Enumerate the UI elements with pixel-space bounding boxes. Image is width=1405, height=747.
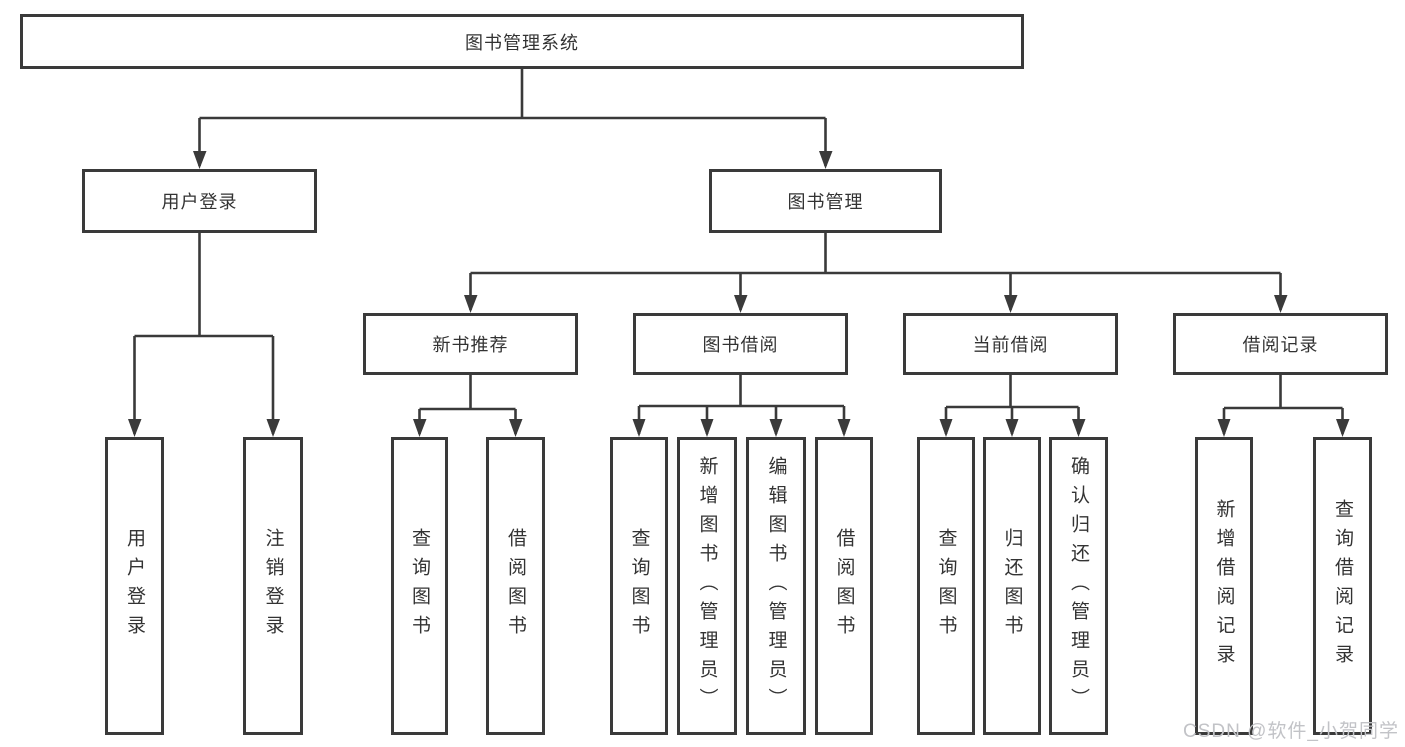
node-user-login: 用户登录 — [82, 169, 317, 233]
leaf-edit-book-admin-label: 编辑图书（管理员） — [765, 455, 787, 717]
node-current-borrow-label: 当前借阅 — [972, 335, 1049, 355]
node-borrow-records-label: 借阅记录 — [1242, 335, 1319, 355]
leaf-confirm-return-admin: 确认归还（管理员） — [1049, 437, 1108, 735]
leaf-add-book-admin-label: 新增图书（管理员） — [696, 455, 718, 717]
leaf-query-books-recommend: 查询图书 — [391, 437, 448, 735]
leaf-user-login-label: 用户登录 — [124, 528, 145, 644]
leaf-query-books-borrow-label: 查询图书 — [628, 528, 650, 644]
leaf-logout-label: 注销登录 — [262, 528, 284, 644]
leaf-query-borrow-record-label: 查询借阅记录 — [1332, 499, 1353, 673]
node-new-book-recommend-label: 新书推荐 — [432, 335, 509, 355]
leaf-add-borrow-record-label: 新增借阅记录 — [1213, 499, 1235, 673]
leaf-confirm-return-admin-label: 确认归还（管理员） — [1068, 455, 1089, 717]
watermark-text: CSDN @软件_小贺同学 — [1183, 721, 1399, 742]
node-new-book-recommend: 新书推荐 — [363, 313, 578, 375]
leaf-query-books-current-label: 查询图书 — [935, 528, 957, 644]
leaf-borrow-books-recommend: 借阅图书 — [486, 437, 545, 735]
leaf-add-borrow-record: 新增借阅记录 — [1195, 437, 1253, 735]
node-system-root: 图书管理系统 — [20, 14, 1024, 69]
node-user-login-label: 用户登录 — [161, 192, 238, 212]
leaf-query-books-borrow: 查询图书 — [610, 437, 668, 735]
leaf-add-book-admin: 新增图书（管理员） — [677, 437, 737, 735]
node-current-borrow: 当前借阅 — [903, 313, 1118, 375]
node-system-root-label: 图书管理系统 — [465, 32, 579, 53]
node-book-management-label: 图书管理 — [787, 192, 864, 212]
node-book-management: 图书管理 — [709, 169, 942, 233]
leaf-borrow-books-recommend-label: 借阅图书 — [505, 528, 526, 644]
leaf-query-borrow-record: 查询借阅记录 — [1313, 437, 1372, 735]
leaf-query-books-recommend-label: 查询图书 — [409, 528, 430, 644]
leaf-edit-book-admin: 编辑图书（管理员） — [746, 437, 806, 735]
leaf-return-book-label: 归还图书 — [1001, 528, 1023, 644]
node-borrow-records: 借阅记录 — [1173, 313, 1388, 375]
leaf-logout: 注销登录 — [243, 437, 303, 735]
node-book-borrow-label: 图书借阅 — [702, 335, 779, 355]
leaf-return-book: 归还图书 — [983, 437, 1041, 735]
leaf-user-login: 用户登录 — [105, 437, 164, 735]
leaf-borrow-books-borrow-label: 借阅图书 — [833, 528, 855, 644]
node-book-borrow: 图书借阅 — [633, 313, 848, 375]
leaf-borrow-books-borrow: 借阅图书 — [815, 437, 873, 735]
leaf-query-books-current: 查询图书 — [917, 437, 975, 735]
